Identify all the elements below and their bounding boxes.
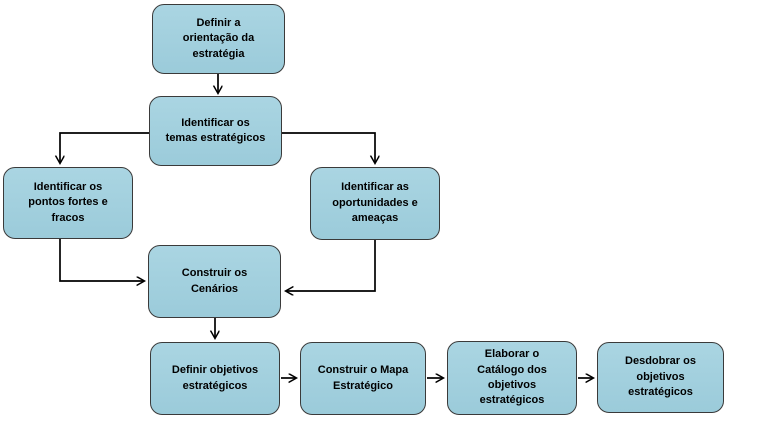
- node-desdobrar: Desdobrar os objetivos estratégicos: [597, 342, 724, 413]
- node-identificar-temas: Identificar os temas estratégicos: [149, 96, 282, 166]
- node-definir-objetivos: Definir objetivos estratégicos: [150, 342, 280, 415]
- edge-temas-to-pontos: [60, 132, 149, 163]
- node-definir-orientacao: Definir a orientação da estratégia: [152, 4, 285, 74]
- node-cenarios: Construir os Cenários: [148, 245, 281, 318]
- node-catalogo: Elaborar o Catálogo dos objetivos estrat…: [447, 341, 577, 415]
- edge-temas-to-oportunidades: [282, 132, 375, 163]
- node-oportunidades: Identificar as oportunidades e ameaças: [310, 167, 440, 240]
- node-pontos-fortes: Identificar os pontos fortes e fracos: [3, 167, 133, 239]
- edge-oportunidades-to-cenarios: [286, 240, 376, 291]
- node-mapa-estrategico: Construir o Mapa Estratégico: [300, 342, 426, 415]
- edge-pontos-to-cenarios: [59, 239, 144, 281]
